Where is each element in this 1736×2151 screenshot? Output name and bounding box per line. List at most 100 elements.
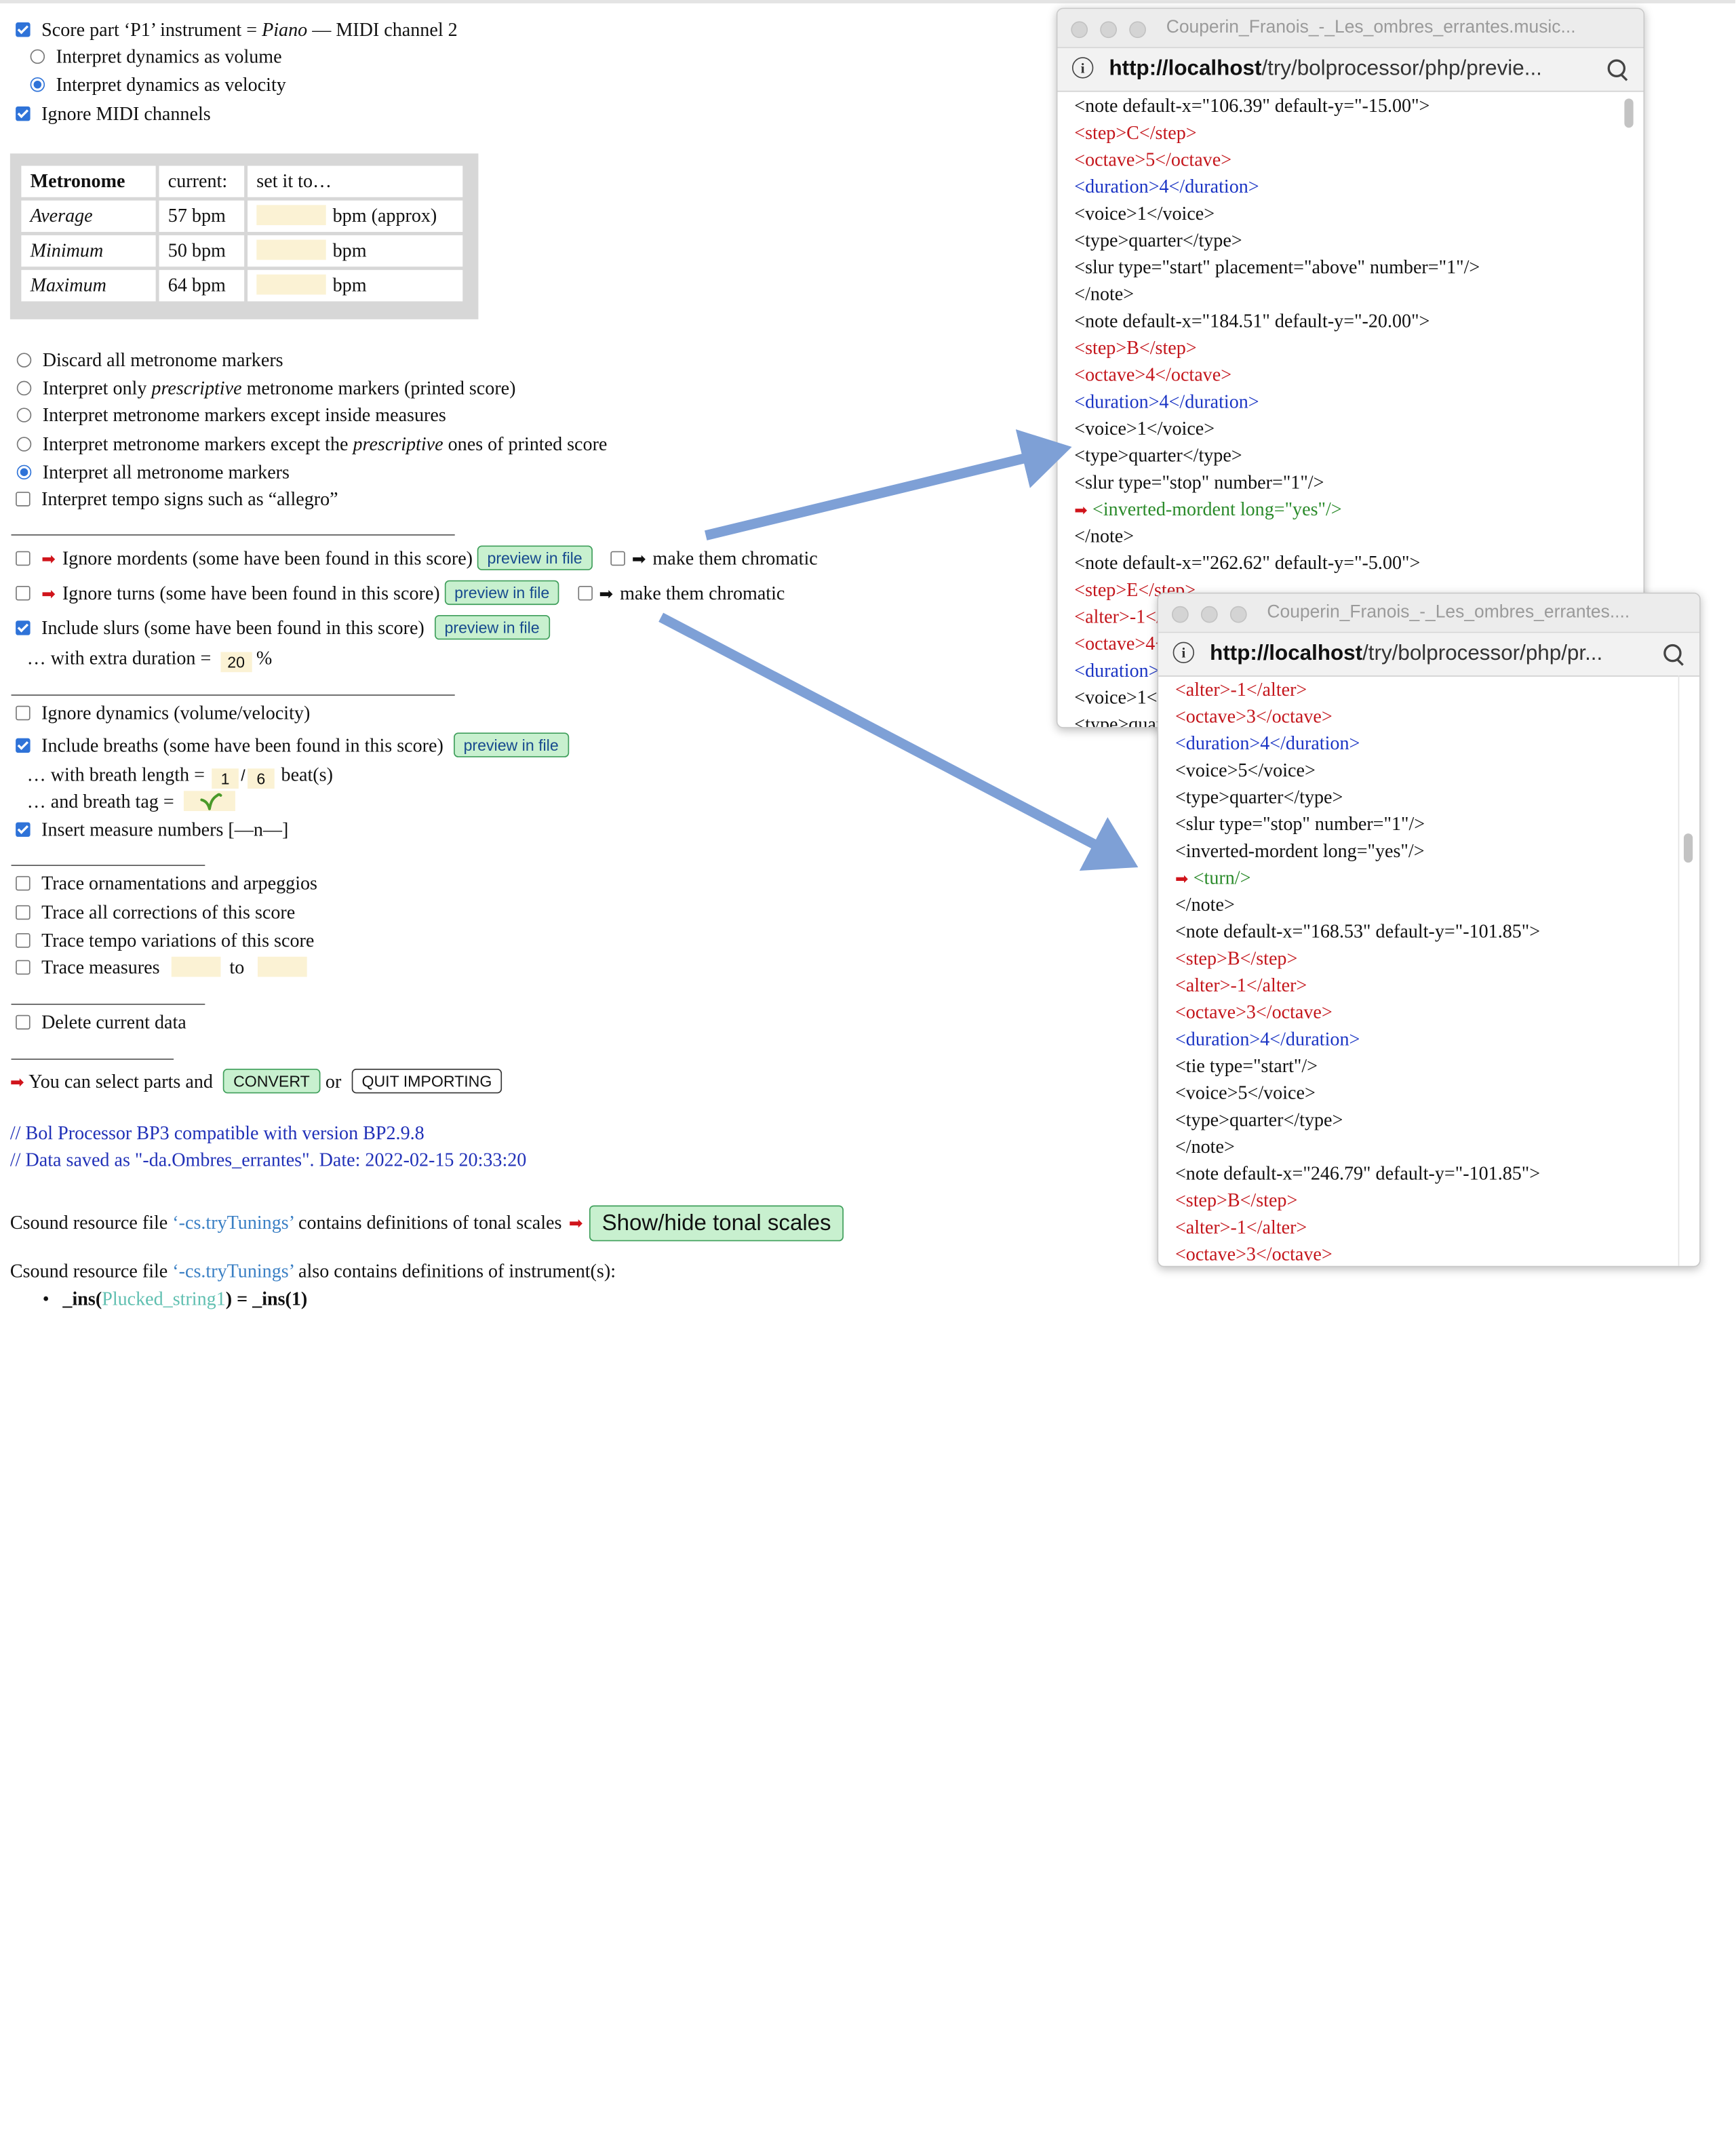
trace-measures-checkbox[interactable]	[16, 960, 31, 975]
ignore-dynamics-checkbox[interactable]	[16, 705, 31, 721]
slurs-preview-button[interactable]: preview in file	[434, 614, 550, 640]
divider	[11, 694, 455, 696]
ignore-midi-row[interactable]: Ignore MIDI channels	[16, 103, 211, 125]
close-dot-icon[interactable]	[1171, 606, 1189, 623]
trace-tempo-row[interactable]: Trace tempo variations of this score	[16, 930, 314, 952]
average-unit: bpm (approx)	[332, 205, 437, 226]
except-measures-option[interactable]: Interpret metronome markers except insid…	[16, 404, 446, 427]
delete-data-checkbox[interactable]	[16, 1014, 31, 1030]
preview-window-turns[interactable]: Couperin_Franois_-_Les_ombres_errantes..…	[1157, 592, 1701, 1267]
minimum-bpm-input[interactable]	[256, 239, 326, 260]
url-bar[interactable]: i http://localhost/try/bolprocessor/php/…	[1057, 48, 1644, 92]
except-prescriptive-option[interactable]: Interpret metronome markers except the p…	[16, 433, 608, 456]
trace-to-input[interactable]	[258, 956, 308, 977]
except-post: ones of printed score	[443, 433, 608, 455]
trace-ornamentations-checkbox[interactable]	[16, 875, 31, 891]
xml-line-text: <step>B</step>	[1074, 337, 1197, 359]
all-markers-option[interactable]: Interpret all metronome markers	[16, 461, 290, 484]
url-text[interactable]: http://localhost/try/bolprocessor/php/pr…	[1210, 642, 1602, 667]
search-icon[interactable]	[1663, 644, 1682, 663]
window-titlebar[interactable]: Couperin_Franois_-_Les_ombres_errantes.m…	[1057, 9, 1644, 49]
csound-prefix: Csound resource file	[9, 1212, 173, 1234]
tempo-signs-checkbox[interactable]	[16, 492, 31, 507]
trace-tempo-label: Trace tempo variations of this score	[41, 930, 315, 951]
trace-corrections-checkbox[interactable]	[16, 905, 31, 920]
show-hide-scales-button[interactable]: Show/hide tonal scales	[589, 1205, 844, 1242]
measure-numbers-checkbox[interactable]	[16, 822, 31, 837]
ignore-dynamics-row[interactable]: Ignore dynamics (volume/velocity)	[16, 703, 310, 725]
window-titlebar[interactable]: Couperin_Franois_-_Les_ombres_errantes..…	[1158, 593, 1700, 633]
maximum-bpm-input[interactable]	[256, 274, 326, 295]
trace-tempo-checkbox[interactable]	[16, 933, 31, 948]
instrument-name-link[interactable]: Plucked_string1	[102, 1288, 226, 1310]
minimum-setter: bpm	[248, 235, 463, 267]
xml-line-text: <duration>4</duration>	[1175, 1028, 1360, 1050]
xml-line: </note>	[1074, 281, 1134, 309]
except-measures-radio[interactable]	[16, 408, 32, 422]
all-markers-label: Interpret all metronome markers	[42, 461, 290, 484]
trace-ornamentations-row[interactable]: Trace ornamentations and arpeggios	[16, 873, 317, 895]
slurs-checkbox[interactable]	[16, 620, 31, 635]
trace-corrections-row[interactable]: Trace all corrections of this score	[16, 902, 295, 924]
delete-data-row[interactable]: Delete current data	[16, 1012, 186, 1034]
dynamics-volume-radio[interactable]	[30, 49, 45, 64]
mordents-checkbox[interactable]	[16, 551, 31, 566]
red-arrow-icon: ➡	[41, 549, 56, 570]
scrollbar-thumb[interactable]	[1624, 98, 1634, 128]
measure-numbers-row[interactable]: Insert measure numbers [—n—]	[16, 819, 288, 842]
xml-line: <type>quarter</type>	[1074, 227, 1242, 254]
turns-chromatic-checkbox[interactable]	[577, 585, 593, 601]
convert-button[interactable]: CONVERT	[223, 1069, 320, 1094]
dynamics-velocity-option[interactable]: Interpret dynamics as velocity	[30, 74, 286, 96]
breaths-preview-button[interactable]: preview in file	[453, 732, 569, 757]
mordents-chromatic-label: make them chromatic	[652, 547, 818, 570]
score-part-checkbox[interactable]	[16, 22, 31, 37]
breath-tag-input[interactable]	[183, 791, 235, 812]
turns-chromatic-label: make them chromatic	[620, 583, 785, 604]
average-setter: bpm (approx)	[248, 200, 463, 232]
current-header: current:	[159, 165, 245, 197]
quit-importing-button[interactable]: QUIT IMPORTING	[351, 1069, 502, 1094]
xml-line-text: <alter>-1</alter>	[1175, 1217, 1307, 1238]
url-host: http://localhost	[1109, 57, 1262, 81]
discard-markers-radio[interactable]	[16, 353, 32, 368]
mordents-preview-button[interactable]: preview in file	[477, 545, 593, 570]
search-icon[interactable]	[1607, 59, 1626, 77]
minimize-dot-icon[interactable]	[1200, 606, 1218, 623]
ignore-dynamics-label: Ignore dynamics (volume/velocity)	[41, 702, 311, 724]
dynamics-volume-option[interactable]: Interpret dynamics as volume	[30, 46, 282, 68]
select-parts-text: You can select parts and	[28, 1071, 213, 1092]
preview-window-mordents[interactable]: Couperin_Franois_-_Les_ombres_errantes.m…	[1056, 7, 1645, 728]
xml-line: <alter>-1</alter>	[1175, 972, 1307, 1000]
except-prescriptive-radio[interactable]	[16, 437, 32, 452]
breaths-checkbox[interactable]	[16, 738, 31, 753]
prescriptive-post: metronome markers (printed score)	[241, 377, 516, 399]
zoom-dot-icon[interactable]	[1229, 606, 1247, 623]
prescriptive-markers-option[interactable]: Interpret only prescriptive metronome ma…	[16, 377, 516, 400]
minimize-dot-icon[interactable]	[1100, 21, 1118, 39]
turns-preview-button[interactable]: preview in file	[444, 580, 560, 606]
csound-scales-text: contains definitions of tonal scales	[293, 1212, 562, 1234]
ignore-midi-checkbox[interactable]	[16, 106, 31, 121]
breath-denominator-input[interactable]: 6	[247, 768, 275, 789]
prescriptive-markers-radio[interactable]	[16, 380, 32, 396]
extra-duration-input[interactable]: 20	[220, 652, 252, 673]
url-text[interactable]: http://localhost/try/bolprocessor/php/pr…	[1109, 57, 1541, 81]
csound-file-link[interactable]: ‘-cs.tryTunings’	[172, 1260, 294, 1282]
discard-markers-option[interactable]: Discard all metronome markers	[16, 349, 283, 372]
close-dot-icon[interactable]	[1071, 21, 1088, 39]
turns-checkbox[interactable]	[16, 585, 31, 601]
tempo-signs-row[interactable]: Interpret tempo signs such as “allegro”	[16, 488, 338, 511]
dynamics-velocity-radio[interactable]	[30, 77, 45, 92]
csound-file-link[interactable]: ‘-cs.tryTunings’	[172, 1212, 294, 1234]
mordents-chromatic-checkbox[interactable]	[610, 551, 625, 566]
scrollbar-thumb[interactable]	[1683, 833, 1693, 863]
trace-from-input[interactable]	[171, 956, 221, 977]
breath-numerator-input[interactable]: 1	[212, 768, 239, 789]
info-icon[interactable]: i	[1172, 642, 1195, 663]
average-bpm-input[interactable]	[256, 205, 326, 226]
all-markers-radio[interactable]	[16, 465, 32, 480]
info-icon[interactable]: i	[1071, 57, 1094, 79]
url-bar[interactable]: i http://localhost/try/bolprocessor/php/…	[1158, 633, 1700, 677]
zoom-dot-icon[interactable]	[1129, 21, 1146, 39]
